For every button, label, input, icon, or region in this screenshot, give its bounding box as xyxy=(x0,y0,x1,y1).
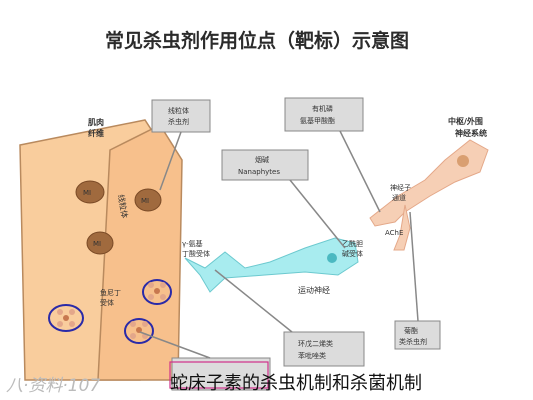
caption-highlight xyxy=(169,361,269,389)
callout-bottom-leader xyxy=(139,331,211,359)
synapse-label-2: 通道 xyxy=(392,193,406,202)
receptor-right-lower xyxy=(124,318,154,344)
caption: 蛇床子素的杀虫机制和杀菌机制 xyxy=(170,373,422,394)
mi-label-2: MI xyxy=(141,197,149,205)
mi-label-3: MI xyxy=(93,240,101,248)
cns-neuron xyxy=(369,139,489,227)
callout-bottom xyxy=(171,357,271,391)
muscle-fiber-label-1: 肌肉 xyxy=(87,117,104,127)
cns-label-1: 中枢/外围 xyxy=(448,116,483,126)
synapse-label-1: 神经子 xyxy=(390,183,411,192)
svg-text:类杀虫剂: 类杀虫剂 xyxy=(399,337,427,346)
receptor-right-upper xyxy=(142,279,172,305)
receptor-left xyxy=(48,304,84,332)
motor-neuron-nucleus xyxy=(327,253,337,263)
mitochondria-vertical-label: 线粒体 xyxy=(116,194,130,219)
svg-text:线粒体: 线粒体 xyxy=(168,106,189,115)
svg-text:环戊二烯类: 环戊二烯类 xyxy=(298,339,333,348)
callout-neonicotinoid: 烟碱 Nanaphytes xyxy=(221,149,346,249)
svg-text:菊酯: 菊酯 xyxy=(404,326,418,335)
ach-receptor-label-2: 碱受体 xyxy=(342,249,363,258)
ryanodine-label-2: 受体 xyxy=(100,298,114,307)
svg-text:苯吡唑类: 苯吡唑类 xyxy=(298,351,326,360)
svg-text:Nanaphytes: Nanaphytes xyxy=(238,168,280,176)
mitochondrion-3 xyxy=(86,231,114,255)
ryanodine-label-1: 鱼尼丁 xyxy=(100,288,121,297)
callout-mitochondria: 线粒体 杀虫剂 xyxy=(151,99,211,191)
callout-organophosphate: 有机磷 氨基甲酸酯 xyxy=(284,97,381,213)
svg-text:有机磷: 有机磷 xyxy=(312,104,333,113)
motor-neuron xyxy=(184,237,359,293)
cns-label-2: 神经系统 xyxy=(455,128,487,138)
ach-receptor-label-1: 乙酰胆 xyxy=(342,239,363,248)
diagram-title: 常见杀虫剂作用位点（靶标）示意图 xyxy=(105,29,409,52)
muscle-fiber-label-2: 纤维 xyxy=(88,128,104,138)
svg-text:杀虫剂: 杀虫剂 xyxy=(168,117,189,126)
cns-nucleus xyxy=(457,155,469,167)
callout-ec: 环戊二烯类 苯吡唑类 xyxy=(214,269,365,367)
gaba-label-2: 丁酸受体 xyxy=(182,249,210,258)
gaba-label-1: γ-氨基 xyxy=(182,239,203,248)
svg-text:烟碱: 烟碱 xyxy=(255,155,269,164)
mitochondrion-2 xyxy=(134,188,162,212)
mitochondrion-1 xyxy=(75,180,105,204)
svg-text:氨基甲酸酯: 氨基甲酸酯 xyxy=(300,116,335,125)
motor-neuron-label: 运动神经 xyxy=(298,285,330,295)
callout-insecticide: 菊酯 类杀虫剂 xyxy=(394,211,441,350)
mi-label-1: MI xyxy=(83,189,91,197)
cns-axon xyxy=(393,204,411,251)
watermark: 八·资料·107 xyxy=(6,376,100,396)
ache-label: AChE xyxy=(385,229,403,237)
